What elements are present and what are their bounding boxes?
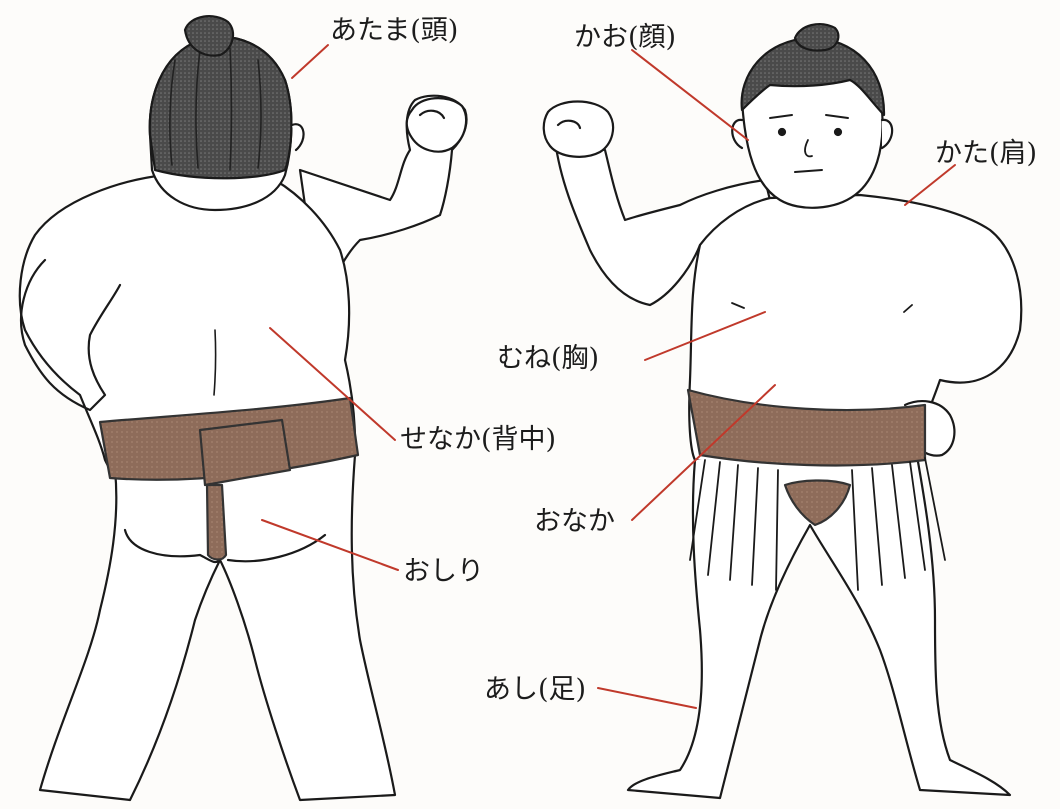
label-chest: むね(胸) [497,343,600,374]
leader-line-head [291,44,329,79]
leader-line-butt [261,519,399,571]
label-face: かお(顔) [574,22,677,53]
label-butt: おしり [403,556,484,587]
leader-line-shoulder [904,164,956,206]
label-back: せなか(背中) [400,424,557,455]
label-head: あたま(頭) [330,15,459,46]
front-view-wrestler [542,23,1023,800]
leader-line-chest [644,311,766,361]
leader-line-face [631,49,749,141]
label-leg: あし(足) [484,674,587,705]
leader-line-belly [631,384,776,521]
leader-line-back [269,327,396,441]
label-belly: おなか [534,506,615,537]
label-shoulder: かた(肩) [935,138,1038,169]
leader-lines [261,44,956,709]
back-view-wrestler [18,15,468,802]
leader-line-leg [597,687,697,709]
